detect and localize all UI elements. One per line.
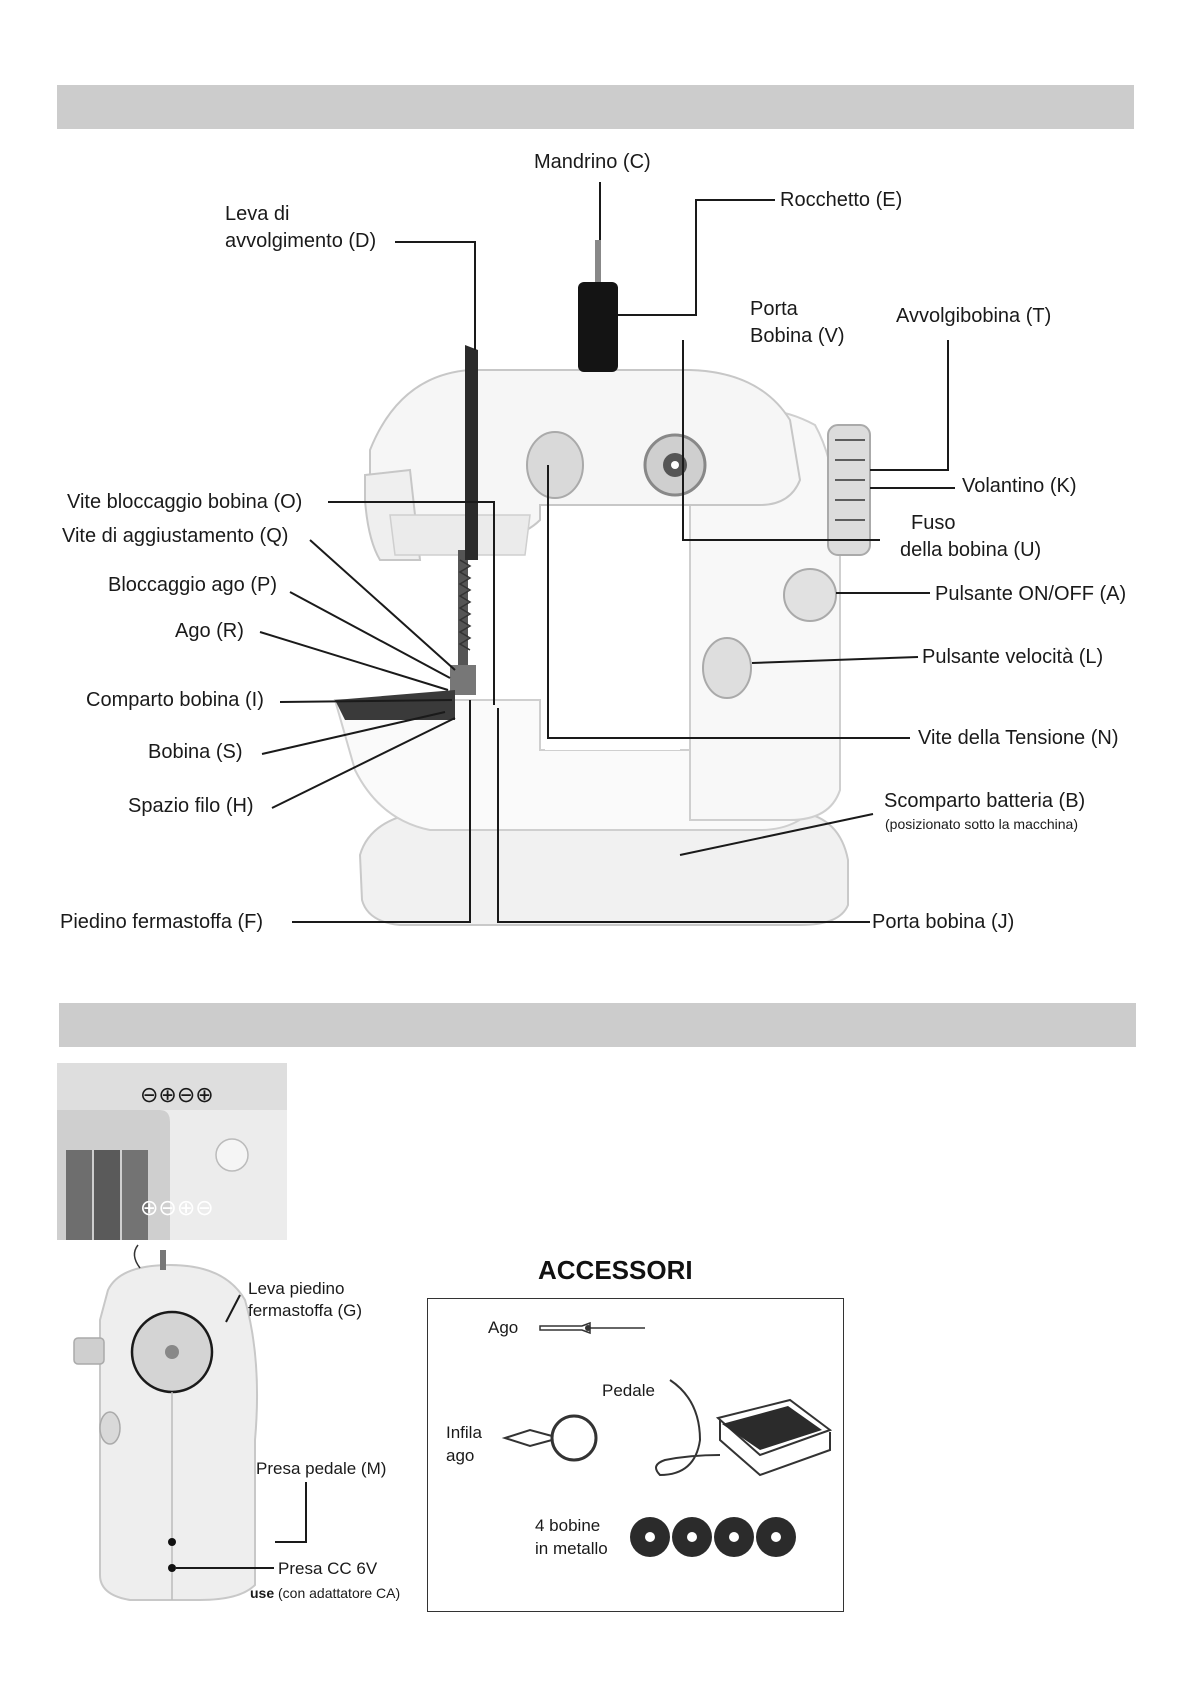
- accessory-ago: Ago: [488, 1318, 519, 1337]
- label-fuso-bobina-1: Fuso: [911, 512, 956, 534]
- battery-polarity-top: ⊖⊕⊖⊕: [140, 1082, 214, 1107]
- label-mandrino: Mandrino (C): [534, 151, 651, 173]
- label-spazio-filo: Spazio filo (H): [128, 795, 254, 817]
- accessory-infila-1: Infila: [446, 1423, 482, 1442]
- label-porta-bobina-v-2: Bobina (V): [750, 325, 845, 347]
- label-presa-pedale: Presa pedale (M): [256, 1459, 387, 1478]
- bobbin-drawing: [630, 1517, 796, 1557]
- label-comparto-bobina: Comparto bobina (I): [86, 689, 264, 711]
- label-scomparto-batteria-note: (posizionato sotto la macchina): [885, 816, 1078, 832]
- section-header-bar-2: [59, 1003, 1136, 1047]
- label-bloccaggio-ago: Bloccaggio ago (P): [108, 574, 277, 596]
- label-piedino-fermastoffa: Piedino fermastoffa (F): [60, 911, 264, 933]
- label-pulsante-velocita: Pulsante velocità (L): [922, 646, 1104, 668]
- label-use: use: [250, 1585, 275, 1601]
- label-leva-avvolgimento-2: avvolgimento (D): [225, 230, 377, 252]
- label-vite-bloccaggio-bobina: Vite bloccaggio bobina (O): [67, 491, 303, 513]
- label-leva-avvolgimento-1: Leva di: [225, 203, 290, 225]
- label-pulsante-on-off: Pulsante ON/OFF (A): [935, 583, 1127, 605]
- label-bobina: Bobina (S): [148, 741, 243, 763]
- section-header-bar-1: [57, 85, 1134, 129]
- label-presa-cc-6v: Presa CC 6V: [278, 1559, 378, 1578]
- accessory-pedale: Pedale: [602, 1381, 655, 1400]
- label-leva-piedino-1: Leva piedino: [248, 1279, 345, 1298]
- accessories-box: [427, 1298, 844, 1612]
- battery-polarity-bottom: ⊕⊖⊕⊖: [140, 1195, 214, 1220]
- label-porta-bobina-j: Porta bobina (J): [872, 911, 1015, 933]
- label-ago: Ago (R): [175, 620, 244, 642]
- label-fuso-bobina-2: della bobina (U): [900, 539, 1042, 561]
- accessories-title: ACCESSORI: [538, 1255, 693, 1285]
- accessory-infila-2: ago: [446, 1446, 475, 1465]
- label-con-adattatore: (con adattatore CA): [278, 1585, 401, 1601]
- label-scomparto-batteria: Scomparto batteria (B): [884, 790, 1086, 812]
- label-leva-piedino-2: fermastoffa (G): [248, 1301, 362, 1320]
- label-rocchetto: Rocchetto (E): [780, 189, 903, 211]
- label-vite-tensione: Vite della Tensione (N): [918, 727, 1119, 749]
- label-avvolgibobina: Avvolgibobina (T): [896, 305, 1052, 327]
- accessory-bobine-2: in metallo: [535, 1539, 608, 1558]
- label-vite-aggiustamento: Vite di aggiustamento (Q): [62, 525, 289, 547]
- label-porta-bobina-v-1: Porta: [750, 298, 798, 320]
- accessory-bobine-1: 4 bobine: [535, 1516, 601, 1535]
- label-volantino: Volantino (K): [962, 475, 1077, 497]
